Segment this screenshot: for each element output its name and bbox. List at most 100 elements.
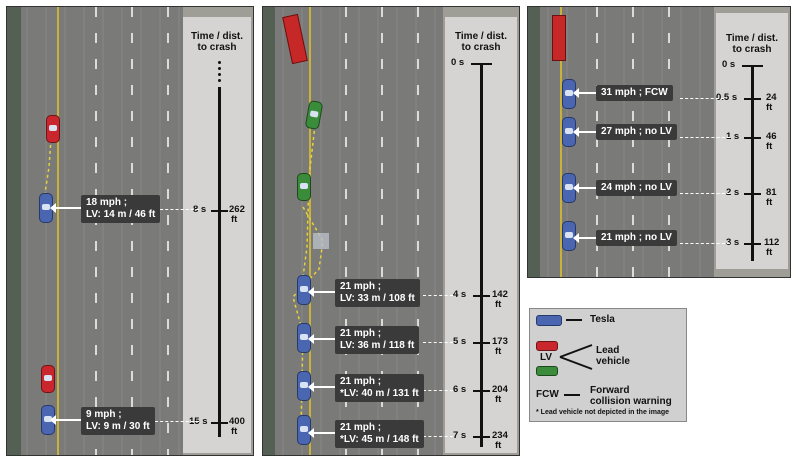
vehicle-status-label: 9 mph ; LV: 9 m / 30 ft xyxy=(81,407,155,435)
tick-time: 4 s xyxy=(453,289,467,300)
timeline-tick xyxy=(471,63,492,65)
tick-time: 0 s xyxy=(722,59,736,70)
timeline-tick xyxy=(473,342,490,344)
timeline-tick xyxy=(744,243,761,245)
timeline-panel: Time / dist. to crash 0 s 0.5 s 24 ft 1 … xyxy=(716,13,788,269)
pointer-arrow xyxy=(308,428,335,438)
tick-time: 3 s xyxy=(726,237,740,248)
tick-distance: 142 xyxy=(492,289,508,300)
fire-truck-icon xyxy=(552,15,566,61)
timeline-panel: Time / dist. to crash 0 s 4 s 142 ft 5 s… xyxy=(445,17,517,453)
vehicle-status-label: 27 mph ; no LV xyxy=(596,124,677,140)
tick-distance: 46 xyxy=(766,131,777,142)
timeline-title: Time / dist. to crash xyxy=(725,33,779,55)
highlight-box xyxy=(313,233,329,249)
timeline-tick xyxy=(744,98,761,100)
connector-line xyxy=(423,436,453,437)
road-median xyxy=(7,7,21,455)
lane-marking xyxy=(417,7,419,455)
connector-line xyxy=(423,390,453,391)
pointer-arrow xyxy=(308,287,335,297)
tick-distance: 24 xyxy=(766,92,777,103)
tick-distance: 234 xyxy=(492,430,508,441)
tick-distance: 81 xyxy=(766,187,777,198)
tick-distance: 204 xyxy=(492,384,508,395)
timeline-tick xyxy=(473,436,490,438)
lead-vehicle-red-legend-icon xyxy=(536,341,558,351)
tick-time: 6 s xyxy=(453,384,467,395)
timeline-tick xyxy=(211,422,228,424)
connector-line xyxy=(155,209,199,210)
lane-marking xyxy=(167,7,169,455)
tick-distance: 262 xyxy=(229,204,245,215)
legend-connector xyxy=(566,319,582,321)
legend-lv-label: LV xyxy=(540,352,553,363)
timeline-tick xyxy=(473,295,490,297)
vehicle-status-label: 21 mph ; *LV: 40 m / 131 ft xyxy=(335,374,424,402)
tick-unit: ft xyxy=(231,214,238,225)
lane-edge-line xyxy=(560,7,562,277)
connector-line xyxy=(155,421,199,422)
lead-vehicle-path xyxy=(44,138,52,194)
vehicle-status-label: 21 mph ; LV: 33 m / 108 ft xyxy=(335,279,420,307)
tick-time: 8 s xyxy=(193,204,207,215)
timeline-panel: Time / dist. to crash 8 s 262 ft 15 s 40… xyxy=(183,17,251,453)
vehicle-status-label: 31 mph ; FCW xyxy=(596,85,673,101)
tick-distance: 173 xyxy=(492,336,508,347)
legend-bracket-lines xyxy=(559,344,593,370)
vehicle-status-label: 21 mph ; LV: 36 m / 118 ft xyxy=(335,326,420,354)
panel-3: Time / dist. to crash 0 s 0.5 s 24 ft 1 … xyxy=(527,6,791,278)
legend-tesla-label: Tesla xyxy=(590,314,615,325)
legend-lead-vehicle-label: Lead vehicle xyxy=(596,345,630,367)
tick-time: 0 s xyxy=(451,57,465,68)
tick-unit: ft xyxy=(495,440,502,451)
legend: Tesla LV Lead vehicle FCW Forward collis… xyxy=(529,308,687,422)
vehicle-status-label: 21 mph ; no LV xyxy=(596,230,677,246)
connector-line xyxy=(680,243,730,244)
lane-edge-line xyxy=(57,7,59,455)
connector-line xyxy=(680,137,730,138)
tick-unit: ft xyxy=(766,141,773,152)
lane-marking xyxy=(345,7,347,455)
tick-unit: ft xyxy=(766,197,773,208)
lane-marking xyxy=(131,7,133,455)
road-median xyxy=(263,7,275,455)
pointer-arrow xyxy=(308,334,335,344)
tick-time: 1 s xyxy=(726,131,740,142)
panel-2: Time / dist. to crash 0 s 4 s 142 ft 5 s… xyxy=(262,6,520,456)
lane-marking xyxy=(632,7,634,277)
pointer-arrow xyxy=(573,88,596,98)
connector-line xyxy=(680,193,730,194)
timeline-tick xyxy=(211,210,228,212)
panel-1: Time / dist. to crash 8 s 262 ft 15 s 40… xyxy=(6,6,254,456)
timeline-continuation-dots xyxy=(218,61,222,82)
pointer-arrow xyxy=(573,127,596,137)
lead-vehicle-icon xyxy=(297,173,311,201)
lead-vehicle-icon xyxy=(41,365,55,393)
tick-distance: 400 xyxy=(229,416,245,427)
timeline-tick xyxy=(742,65,763,67)
timeline-tick xyxy=(744,193,761,195)
connector-line xyxy=(423,295,453,296)
timeline-axis xyxy=(751,65,754,261)
pointer-arrow xyxy=(50,415,81,425)
tick-time: 15 s xyxy=(189,416,208,427)
tick-unit: ft xyxy=(495,299,502,310)
tick-unit: ft xyxy=(495,346,502,357)
timeline-axis xyxy=(480,63,483,447)
tick-unit: ft xyxy=(766,247,773,258)
tick-distance: 112 xyxy=(764,237,780,248)
connector-line xyxy=(423,342,453,343)
pointer-arrow xyxy=(50,203,81,213)
lead-vehicle-path xyxy=(302,124,316,278)
tick-time: 2 s xyxy=(726,187,740,198)
legend-footnote: * Lead vehicle not depicted in the image xyxy=(536,409,670,416)
connector-line xyxy=(680,98,724,99)
legend-connector xyxy=(564,394,580,396)
lane-marking xyxy=(668,7,670,277)
lane-edge-line xyxy=(309,7,311,455)
tick-unit: ft xyxy=(231,426,238,437)
tick-unit: ft xyxy=(495,394,502,405)
timeline-axis xyxy=(218,87,221,437)
timeline-title: Time / dist. to crash xyxy=(190,31,244,53)
